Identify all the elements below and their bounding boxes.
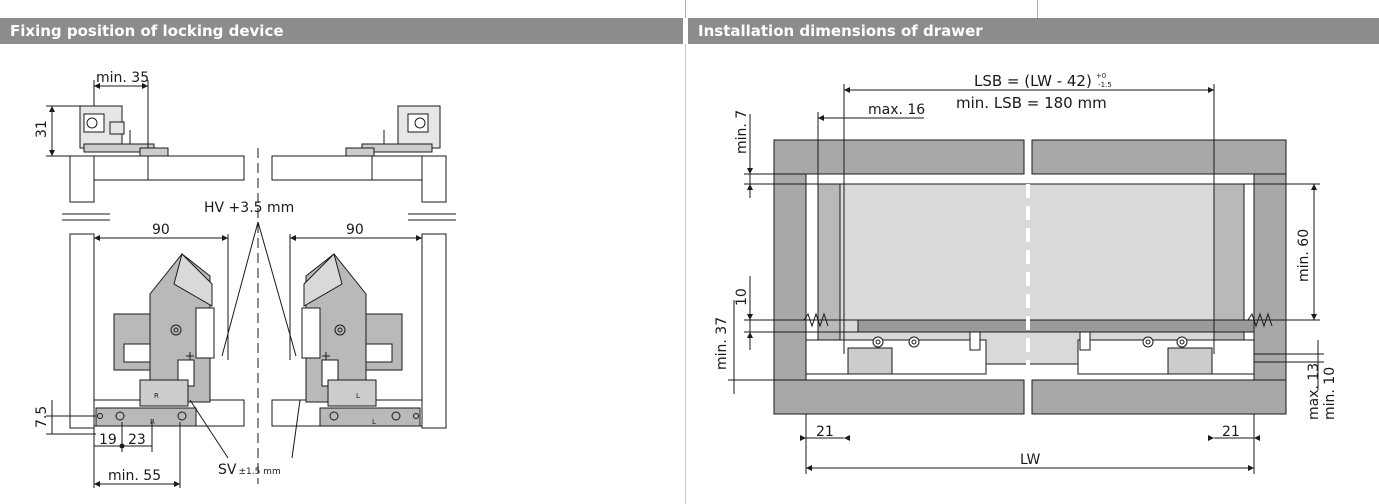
dim-min-35: min. 35: [96, 70, 149, 86]
dim-21-right: 21: [1222, 424, 1240, 440]
cabinet-panel-bottom-left: [69, 233, 95, 429]
locking-device-bottom-left: [95, 253, 215, 427]
dim-lw: LW: [1020, 452, 1041, 468]
section-header-drawer-dimensions: Installation dimensions of drawer: [688, 18, 1379, 44]
drawer-bottom-plate: [857, 319, 1255, 333]
dim-lsb-formula: LSB = (LW - 42) +0-1.5: [974, 72, 1112, 90]
dim-max-16: max. 16: [868, 102, 925, 118]
dim-min-37: min. 37: [714, 317, 730, 370]
drawer-body: [817, 183, 1245, 365]
cabinet-top-right: [1031, 139, 1287, 175]
dim-sv-main: SV: [218, 462, 237, 478]
mark-l: L: [372, 418, 376, 426]
top-rule: [0, 0, 1379, 18]
dim-lsb-formula-main: LSB = (LW - 42): [974, 72, 1092, 90]
runner-left: [805, 339, 987, 375]
dim-19: 19: [99, 432, 117, 448]
dim-min-lsb: min. LSB = 180 mm: [956, 94, 1107, 112]
dim-hv: HV +3.5 mm: [204, 200, 294, 216]
locking-device-top-right: [345, 105, 441, 157]
drawer-dimensions-diagram: LSB = (LW - 42)+0-1.5 min. LSB = 180 mm …: [714, 72, 1338, 474]
dim-23: 23: [128, 432, 146, 448]
cabinet-panel-top-right: [421, 155, 447, 203]
dim-min-60: min. 60: [1296, 229, 1312, 282]
drawer-front-top-left: [93, 155, 245, 181]
column-tick: [1037, 0, 1038, 18]
dim-min-55: min. 55: [108, 468, 161, 484]
mark-r: R: [154, 392, 159, 400]
column-divider: [685, 44, 686, 504]
locking-device-diagram: min. 35 31 HV +3.5 mm 90 90 7.5 19 23 mi…: [34, 70, 456, 488]
dim-sv-tolerance: ±1.5 mm: [238, 467, 280, 477]
dim-7-5: 7.5: [34, 406, 50, 428]
dim-31: 31: [34, 120, 50, 138]
dim-21-left: 21: [816, 424, 834, 440]
mark-r: R: [150, 418, 155, 426]
cabinet-top-left: [773, 139, 1025, 175]
dim-sv: SV±1.5 mm: [218, 462, 281, 478]
dim-max-13: max. 13: [1306, 363, 1322, 420]
dim-90-right: 90: [346, 222, 364, 238]
cabinet-bottom-left: [773, 379, 1025, 415]
locking-device-bottom-right: [301, 253, 421, 427]
cabinet-side-right: [1253, 173, 1287, 381]
runner-right: [1077, 339, 1255, 375]
drawer-front-top-right: [271, 155, 423, 181]
mark-l: L: [356, 392, 360, 400]
dim-lsb-tol-plus: +0: [1096, 72, 1106, 80]
dim-10: 10: [734, 288, 750, 306]
dim-min-10: min. 10: [1322, 367, 1338, 420]
column-tick: [685, 0, 686, 18]
cabinet-side-left: [773, 173, 807, 381]
dim-lsb-tol-minus: -1.5: [1098, 81, 1112, 89]
locking-device-top-left: [79, 105, 169, 157]
cabinet-bottom-right: [1031, 379, 1287, 415]
cabinet-panel-bottom-right: [421, 233, 447, 429]
dim-90-left: 90: [152, 222, 170, 238]
section-header-locking-device: Fixing position of locking device: [0, 18, 683, 44]
drawer-side-left: [817, 183, 841, 355]
cabinet-panel-top-left: [69, 155, 95, 203]
dim-min-7: min. 7: [734, 110, 750, 154]
